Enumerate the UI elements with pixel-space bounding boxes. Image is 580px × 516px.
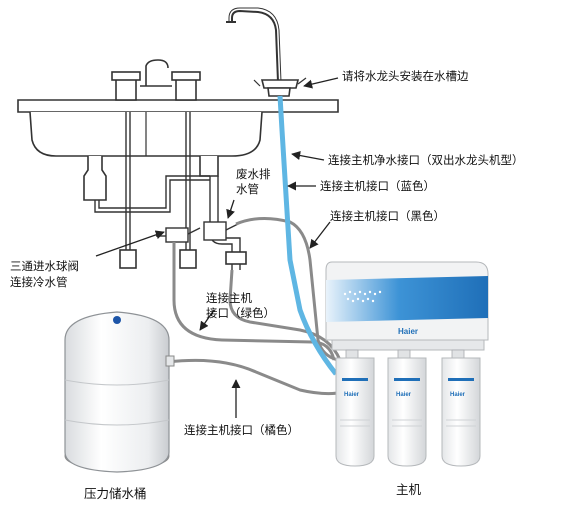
faucet-icon <box>226 7 307 97</box>
arrow-valve <box>95 230 165 257</box>
arrow-icon <box>95 77 339 418</box>
label-green-port-1: 连接主机 <box>206 291 252 305</box>
gray-tube-loop <box>228 269 342 361</box>
label-blue-port: 连接主机接口（蓝色） <box>320 179 435 193</box>
gray-tube-drain <box>235 217 339 362</box>
ball-valve-icon <box>156 227 201 243</box>
cartridge-3-brand: Haier <box>450 392 466 398</box>
cartridge-1-brand: Haier <box>344 392 360 398</box>
cartridge-2-brand: Haier <box>396 392 412 398</box>
arrow-faucet <box>303 77 339 89</box>
label-tank: 压力储水桶 <box>84 486 147 501</box>
label-green-port-2: 接口（绿色） <box>206 306 275 320</box>
label-orange-port: 连接主机接口（橘色） <box>184 423 299 437</box>
gray-tube-tank <box>167 358 345 396</box>
blue-tube <box>277 95 338 376</box>
label-unit: 主机 <box>396 482 422 497</box>
label-valve-2: 连接冷水管 <box>10 275 68 289</box>
drain-saddle-icon <box>203 221 239 241</box>
arrow-waste-pipe <box>226 199 235 219</box>
unit-brand-label: Haier <box>398 327 418 336</box>
label-waste-pipe-2: 水管 <box>236 182 259 196</box>
label-pure-outlet: 连接主机净水接口（双出水龙头机型） <box>328 153 524 167</box>
arrow-black-port <box>309 221 331 249</box>
label-waste-pipe-1: 废水排 <box>236 167 271 181</box>
arrow-green-port <box>199 309 215 331</box>
label-valve-1: 三通进水球阀 <box>10 259 79 273</box>
pressure-tank-icon <box>64 311 175 473</box>
gray-tube-valve <box>172 242 336 361</box>
label-faucet: 请将水龙头安装在水槽边 <box>342 69 469 83</box>
arrow-pure-outlet <box>291 151 325 161</box>
sink-icon <box>17 59 339 270</box>
label-black-port: 连接主机接口（黑色） <box>330 209 445 223</box>
filter-unit-icon: Haier Haier Haier Haier <box>325 261 489 467</box>
